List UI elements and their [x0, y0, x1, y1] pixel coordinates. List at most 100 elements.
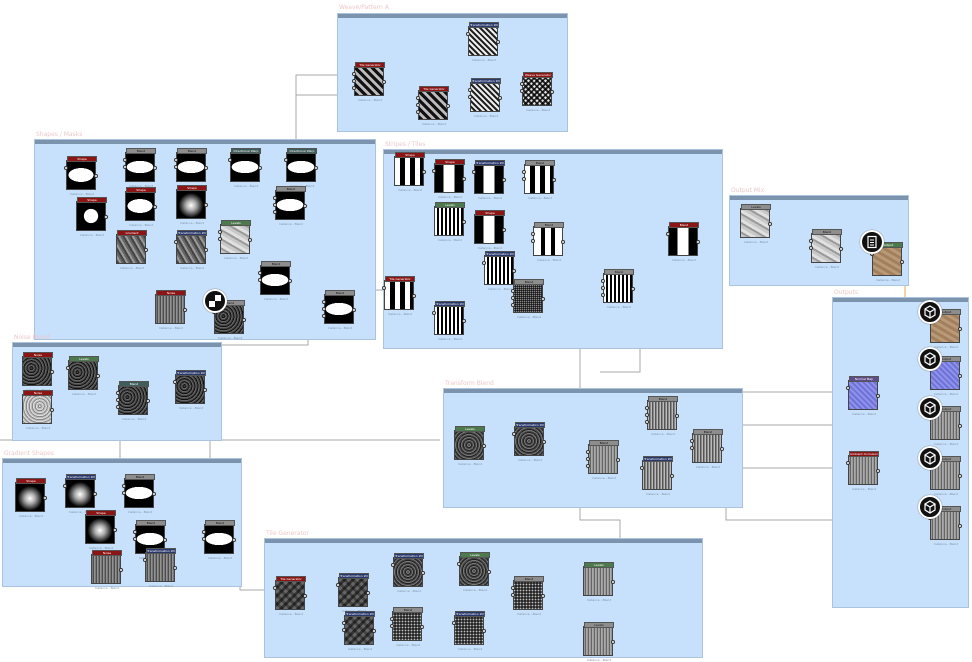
- input-pin[interactable]: [228, 158, 232, 162]
- input-pin[interactable]: [468, 95, 472, 99]
- output-pin[interactable]: [839, 247, 843, 251]
- input-pin[interactable]: [342, 628, 346, 632]
- input-pin[interactable]: [601, 279, 605, 283]
- input-pin[interactable]: [601, 286, 605, 290]
- node-header[interactable]: Directional Warp: [287, 148, 317, 154]
- input-pin[interactable]: [322, 307, 326, 311]
- input-pin[interactable]: [586, 450, 590, 454]
- output-pin[interactable]: [462, 177, 466, 181]
- node-header[interactable]: Blend: [604, 269, 634, 275]
- node-header[interactable]: Tile Generator: [419, 86, 449, 92]
- node-header[interactable]: Noise: [23, 390, 53, 396]
- input-pin[interactable]: [512, 432, 516, 436]
- input-pin[interactable]: [116, 405, 120, 409]
- input-pin[interactable]: [511, 593, 515, 597]
- input-pin[interactable]: [273, 586, 277, 590]
- node-header[interactable]: Blend: [693, 429, 723, 435]
- output-pin[interactable]: [50, 408, 54, 412]
- node-header[interactable]: Blend: [136, 520, 166, 526]
- output-pin[interactable]: [93, 492, 97, 496]
- input-pin[interactable]: [457, 562, 461, 566]
- node-header[interactable]: Levels: [221, 220, 251, 226]
- node-header[interactable]: Levels: [584, 622, 614, 628]
- input-pin[interactable]: [601, 293, 605, 297]
- input-pin[interactable]: [116, 398, 120, 402]
- output-pin[interactable]: [163, 538, 167, 542]
- input-pin[interactable]: [122, 484, 126, 488]
- output-pin[interactable]: [958, 474, 962, 478]
- node-header[interactable]: Noise: [156, 290, 186, 296]
- output-pin[interactable]: [670, 474, 674, 478]
- output-pin[interactable]: [502, 178, 506, 182]
- input-pin[interactable]: [522, 170, 526, 174]
- output-pin[interactable]: [487, 570, 491, 574]
- node-header[interactable]: Transformation 2D: [485, 251, 515, 257]
- input-pin[interactable]: [218, 230, 222, 234]
- input-pin[interactable]: [809, 246, 813, 250]
- output-pin[interactable]: [352, 308, 356, 312]
- input-pin[interactable]: [352, 72, 356, 76]
- input-pin[interactable]: [64, 166, 68, 170]
- node-header[interactable]: Blend: [393, 607, 423, 613]
- input-pin[interactable]: [522, 177, 526, 181]
- input-pin[interactable]: [284, 158, 288, 162]
- output-pin[interactable]: [104, 215, 108, 219]
- output-pin[interactable]: [420, 625, 424, 629]
- output-pin[interactable]: [232, 538, 236, 542]
- output-pin[interactable]: [542, 440, 546, 444]
- output-cube-icon[interactable]: [918, 396, 942, 420]
- output-cube-icon[interactable]: [918, 347, 942, 371]
- node-header[interactable]: Blend: [589, 440, 619, 446]
- node-header[interactable]: Blend: [534, 222, 564, 228]
- input-pin[interactable]: [174, 240, 178, 244]
- node-header[interactable]: Blend: [525, 160, 555, 166]
- node-header[interactable]: Blend: [177, 148, 207, 154]
- output-pin[interactable]: [876, 469, 880, 473]
- output-pin[interactable]: [720, 447, 724, 451]
- input-pin[interactable]: [645, 420, 649, 424]
- input-pin[interactable]: [645, 413, 649, 417]
- output-pin[interactable]: [242, 318, 246, 322]
- output-pin[interactable]: [900, 260, 904, 264]
- output-pin[interactable]: [152, 492, 156, 496]
- input-pin[interactable]: [143, 558, 147, 562]
- input-pin[interactable]: [391, 563, 395, 567]
- output-pin[interactable]: [958, 327, 962, 331]
- input-pin[interactable]: [218, 237, 222, 241]
- node-header[interactable]: Levels: [460, 552, 490, 558]
- node-header[interactable]: Transformation 2D: [176, 370, 206, 376]
- input-pin[interactable]: [666, 232, 670, 236]
- input-pin[interactable]: [382, 286, 386, 290]
- input-pin[interactable]: [342, 621, 346, 625]
- input-pin[interactable]: [322, 314, 326, 318]
- input-pin[interactable]: [116, 391, 120, 395]
- output-pin[interactable]: [248, 238, 252, 242]
- output-pin[interactable]: [412, 294, 416, 298]
